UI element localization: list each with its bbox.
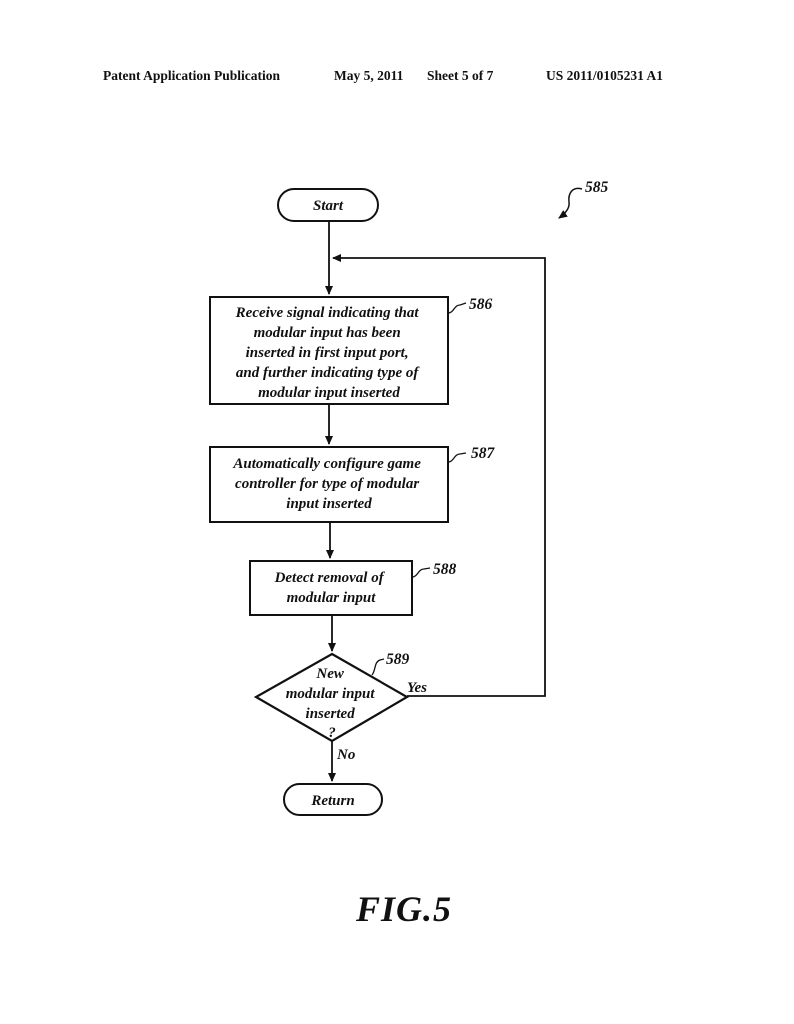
step-588-line: modular input <box>287 590 377 606</box>
step-587-line: Automatically configure game <box>232 456 421 472</box>
header-date: May 5, 2011 <box>334 68 404 83</box>
process-step-588: Detect removal of modular input 588 <box>249 560 457 616</box>
decision-line: ? <box>328 725 336 741</box>
ref-label: 585 <box>585 179 609 196</box>
step-588-line: Detect removal of <box>274 570 386 586</box>
ref-587: 587 <box>471 445 496 462</box>
leader-589 <box>371 658 385 676</box>
step-587-line: input inserted <box>286 496 372 512</box>
step-587-text: Automatically configure game controller … <box>232 456 424 512</box>
step-588-text: Detect removal of modular input <box>274 570 388 606</box>
header-patent-number: US 2011/0105231 A1 <box>546 68 664 83</box>
ref-arrow-icon <box>558 187 583 219</box>
step-586-line: and further indicating type of <box>236 365 421 381</box>
ref-586: 586 <box>469 296 493 313</box>
leader-586 <box>447 302 467 314</box>
ref-588: 588 <box>433 561 457 578</box>
leader-588 <box>411 567 431 578</box>
decision-line: inserted <box>306 706 356 722</box>
return-label: Return <box>310 793 354 809</box>
return-terminator: Return <box>283 783 383 816</box>
step-586-line: inserted in first input port, <box>246 345 409 361</box>
yes-label: Yes <box>407 680 427 696</box>
figure-label: FIG.5 <box>356 889 453 929</box>
step-586-line: modular input inserted <box>258 385 400 401</box>
step-586-line: modular input has been <box>254 325 401 341</box>
ref-589: 589 <box>386 651 410 668</box>
header-sheet: Sheet 5 of 7 <box>427 68 494 83</box>
header-publication: Patent Application Publication <box>103 68 281 83</box>
figure-ref-585: 585 <box>558 179 609 219</box>
no-label: No <box>336 747 355 763</box>
decision-589-text: New modular input inserted ? <box>286 666 379 741</box>
step-586-text: Receive signal indicating that modular i… <box>235 305 423 401</box>
start-label: Start <box>313 198 344 214</box>
connector-yes-loop <box>332 254 546 697</box>
decision-589: New modular input inserted ? 589 Yes No <box>253 651 427 763</box>
start-terminator: Start <box>277 188 379 222</box>
step-587-line: controller for type of modular <box>235 476 419 492</box>
decision-line: New <box>315 666 344 682</box>
leader-587 <box>447 452 467 463</box>
process-step-586: Receive signal indicating that modular i… <box>209 296 493 405</box>
process-step-587: Automatically configure game controller … <box>209 445 496 523</box>
step-586-line: Receive signal indicating that <box>235 305 420 321</box>
decision-line: modular input <box>286 686 376 702</box>
